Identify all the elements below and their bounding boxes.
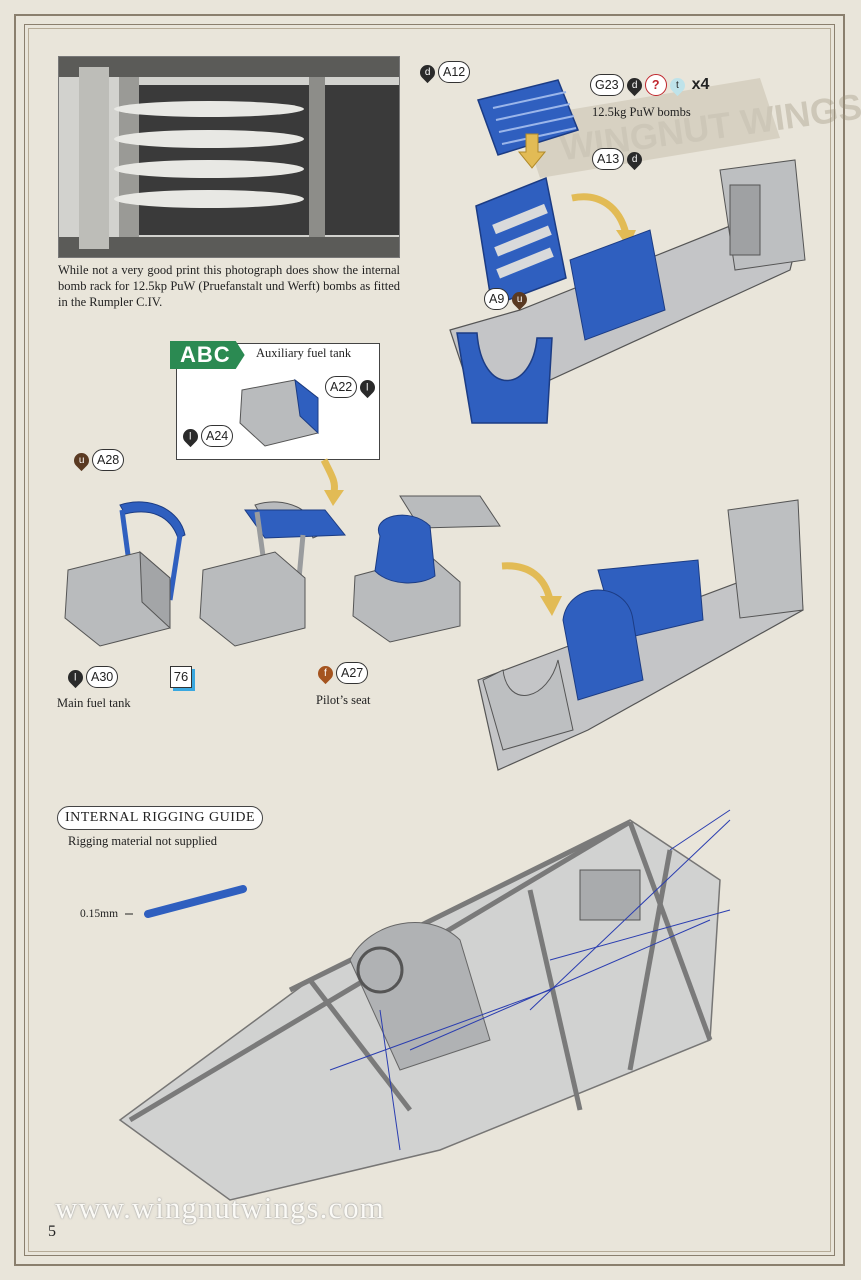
callout-a24: A24	[201, 425, 234, 447]
callout-a28: A28	[92, 449, 125, 471]
fuselage-floor-upper-assembly	[449, 159, 806, 391]
page-number: 5	[48, 1223, 56, 1240]
callout-a9-group: A9 u	[484, 288, 531, 310]
aux-tank-label: Auxiliary fuel tank	[256, 346, 352, 360]
rigging-material-sample	[125, 885, 247, 918]
reference-number-box: 76	[170, 666, 192, 688]
fuel-tank-assembly-step2	[199, 501, 347, 647]
quantity-label: x4	[691, 76, 710, 93]
page-border-inner	[24, 24, 835, 1256]
paint-drop-icon: l	[357, 376, 379, 398]
fuel-tank-with-seat-step3	[352, 495, 501, 643]
page-border-outer	[14, 14, 845, 1266]
callout-a22: A22	[325, 376, 358, 398]
callout-a24-group: l A24	[179, 425, 234, 447]
rigging-guide-title: INTERNAL RIGGING GUIDE	[57, 806, 263, 830]
fuselage-floor-lower-assembly	[477, 499, 804, 771]
callout-a9: A9	[484, 288, 510, 310]
pilot-seat-label: Pilot’s seat	[316, 693, 371, 707]
abc-tag: ABC	[170, 341, 245, 369]
callout-g23-group: G23 d ? t x4	[590, 74, 709, 96]
rigging-note: Rigging material not supplied	[68, 834, 217, 848]
paint-drop-icon: l	[64, 666, 87, 688]
bombs-label: 12.5kg PuW bombs	[592, 105, 691, 119]
website-watermark: www.wingnutwings.com	[55, 1190, 385, 1225]
callout-a30: A30	[86, 666, 119, 688]
paint-drop-icon: d	[416, 61, 439, 83]
paint-drop-icon: u	[509, 288, 531, 310]
assembly-arrow-down	[517, 133, 547, 169]
historical-photo	[58, 56, 400, 258]
main-tank-label: Main fuel tank	[57, 696, 131, 710]
photo-caption: While not a very good print this photogr…	[58, 263, 400, 309]
paint-drop-icon: l	[179, 425, 202, 447]
rigging-size-label: 0.15mm	[80, 908, 119, 920]
callout-g23: G23	[590, 74, 624, 96]
bomb-rack-part-a12	[477, 79, 579, 156]
callout-a27-group: f A27	[314, 662, 369, 684]
callout-a13-group: A13 d	[592, 148, 646, 170]
callout-a28-group: u A28	[70, 449, 125, 471]
callout-a22-group: A22 l	[325, 376, 379, 398]
bomb-rack-photo-illustration	[59, 57, 399, 257]
assembly-arrow-curved-2	[501, 562, 562, 616]
main-fuel-tank-with-frame-step1	[64, 501, 186, 647]
callout-a13: A13	[592, 148, 625, 170]
paint-drop-icon: d	[623, 74, 645, 96]
cockpit-frame-rigging-render	[118, 809, 731, 1201]
auxiliary-fuel-tank-part	[239, 378, 319, 447]
paint-drop-icon: f	[314, 662, 337, 684]
paint-drop-icon: u	[70, 449, 93, 471]
assembly-arrow-down-curved	[320, 458, 344, 506]
callout-a30-group: l A30	[64, 666, 119, 688]
paint-drop-icon: t	[666, 74, 688, 96]
bomb-rack-part-a13	[475, 176, 567, 308]
seat-bulkhead-part-a9	[456, 332, 553, 424]
page-border-inner-2	[28, 28, 831, 1252]
callout-a27: A27	[336, 662, 369, 684]
callout-a12-group: d A12	[416, 61, 471, 83]
callout-a12: A12	[438, 61, 471, 83]
question-icon: ?	[644, 74, 667, 96]
